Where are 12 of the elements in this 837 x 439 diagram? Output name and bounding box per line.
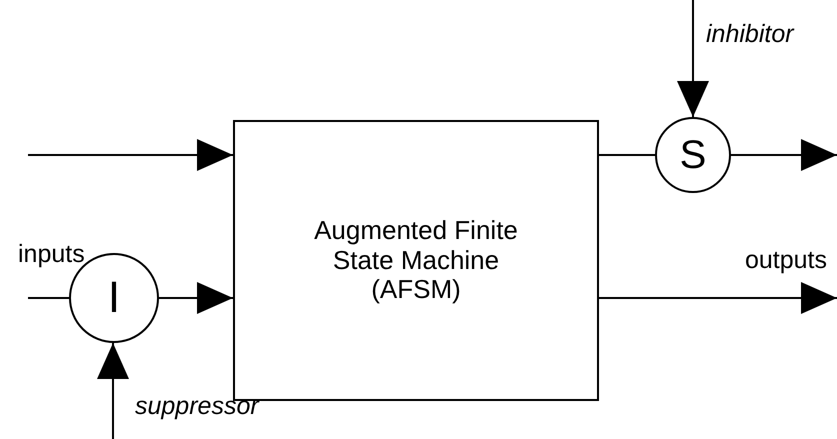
port-label: outputs xyxy=(745,246,828,275)
arrow xyxy=(159,282,233,314)
arrow xyxy=(599,282,837,314)
connector-line xyxy=(599,154,655,156)
arrow xyxy=(97,343,129,439)
arrow xyxy=(731,139,837,171)
arrow xyxy=(28,139,233,171)
arrow xyxy=(677,0,709,117)
connector-line xyxy=(28,297,69,299)
switch-circle: S xyxy=(655,117,731,193)
process-box: Augmented Finite State Machine (AFSM) xyxy=(233,120,599,401)
edge-label: inhibitor xyxy=(706,20,794,49)
